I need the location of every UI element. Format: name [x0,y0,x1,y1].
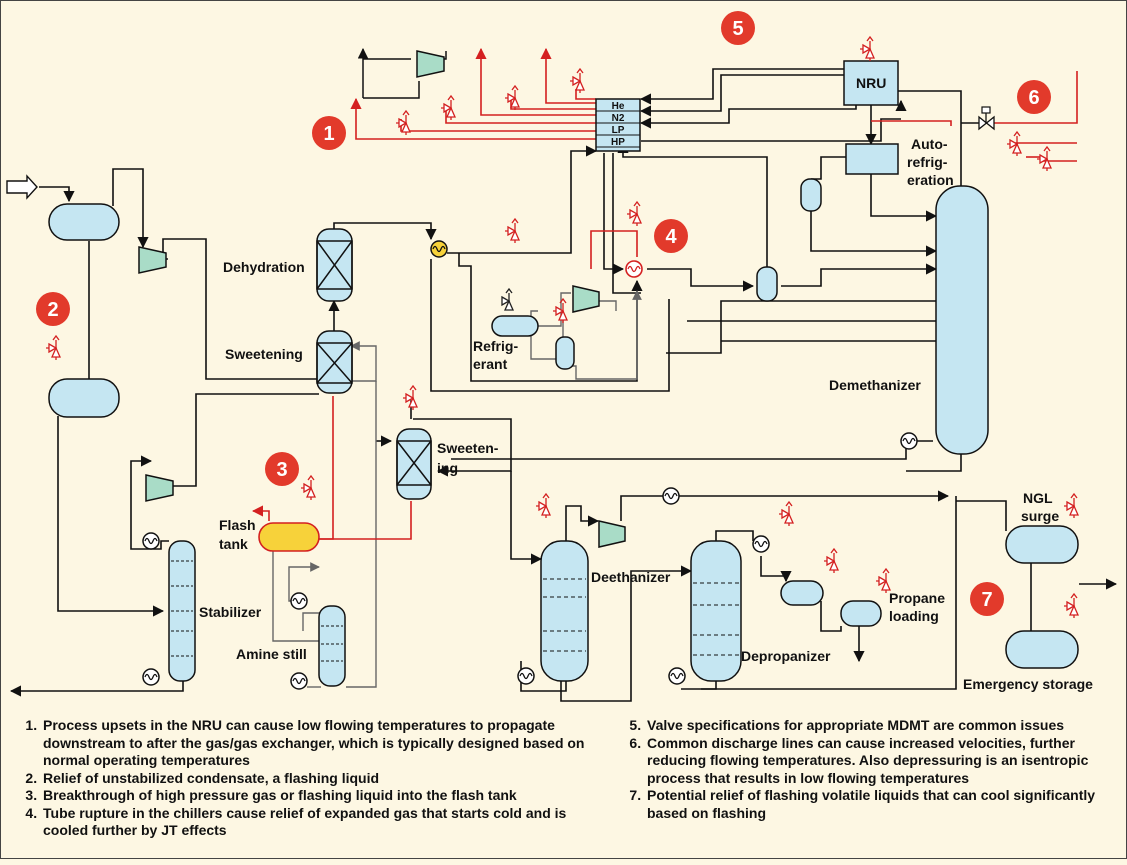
inlet-separator [48,203,120,241]
stabilizer-compressor [145,474,174,502]
auto-refrigeration-box [845,143,899,175]
marker-3: 3 [265,452,299,486]
main-heat-exchanger: He N2 LP HP [595,98,641,152]
auto-refrigeration-label-2: refrig- [907,154,948,170]
sweetening-label-2a: Sweeten- [437,440,499,456]
ngl-surge-label-1: NGL [1023,490,1053,506]
propane-loading-tank [840,600,882,627]
refrigerant-separator [555,336,575,370]
stabilizer-condenser [142,532,160,550]
stabilizer-reboiler [142,668,160,686]
notes-right: Valve specifications for appropriate MDM… [617,717,1107,822]
svg-text:7: 7 [981,589,992,611]
svg-text:1: 1 [323,123,334,145]
ngl-surge-label-2: surge [1021,508,1059,524]
emergency-storage-tank [1005,630,1079,669]
vent-lines [357,47,447,99]
marker-1: 1 [312,116,346,150]
emergency-storage-label: Emergency storage [963,676,1093,692]
note-1: Process upsets in the NRU can cause low … [41,717,591,770]
demethanizer-column [935,185,989,455]
sweetening-label-1: Sweetening [225,346,303,362]
marker-7: 7 [970,582,1004,616]
chiller-exchanger [625,260,643,278]
sweetening-label-2b: ing [437,460,458,476]
svg-text:2: 2 [47,299,58,321]
amine-still-reboiler [290,672,308,690]
deethanizer-reboiler [517,667,535,685]
deethanizer-column [540,540,589,682]
note-6: Common discharge lines can cause increas… [645,735,1107,788]
note-4: Tube rupture in the chillers cause relie… [41,805,591,840]
feed-arrow [6,174,38,200]
exchanger-stream-he: He [612,101,625,112]
auto-refrig-separator [800,178,822,212]
demethanizer-reboiler [900,432,918,450]
flash-tank-label-2: tank [219,536,248,552]
stabilizer-label: Stabilizer [199,604,262,620]
flash-tank [258,522,320,552]
sweetening-vessel-2 [396,428,432,500]
depropanizer-reflux-drum [780,580,824,606]
amine-still-condenser [290,592,308,610]
note-2: Relief of unstabilized condensate, a fla… [41,770,591,788]
propane-loading-label-2: loading [889,608,939,624]
amine-still-label: Amine still [236,646,307,662]
svg-text:5: 5 [732,18,743,40]
relief-valves [45,36,1079,619]
depropanizer-condenser [752,535,770,553]
depropanizer-reboiler [668,667,686,685]
deethanizer-overhead-exchanger [662,487,680,505]
condensate-separator [48,378,120,418]
svg-text:6: 6 [1028,87,1039,109]
process-flow-lines [9,68,1118,702]
marker-5: 5 [721,11,755,45]
notes-left: Process upsets in the NRU can cause low … [13,717,591,840]
refrigerant-label-2: erant [473,356,508,372]
deethanizer-label: Deethanizer [591,569,671,585]
gas-gas-exchanger [430,240,448,258]
sweetening-vessel-1 [316,330,353,394]
nru-box [843,60,899,106]
depropanizer-label: Depropanizer [741,648,831,664]
inlet-compressor [138,246,167,274]
note-7: Potential relief of flashing volatile li… [645,787,1107,822]
note-3: Breakthrough of high pressure gas or fla… [41,787,591,805]
refrigerant-label-1: Refrig- [473,338,518,354]
dehydration-label: Dehydration [223,259,305,275]
auto-refrigeration-label-1: Auto- [911,136,948,152]
demethanizer-label: Demethanizer [829,377,921,393]
svg-text:3: 3 [276,459,287,481]
flash-tank-label-1: Flash [219,517,256,533]
nru-label: NRU [856,75,886,91]
svg-text:4: 4 [665,226,677,248]
control-valve [978,106,995,131]
nru-compressor [416,50,445,78]
stabilizer-column [168,540,196,682]
dehydration-vessel [316,228,353,302]
depropanizer-column [690,540,742,682]
refrigerant-accumulator [491,315,539,337]
amine-still-column [318,605,346,687]
refrigerant-compressor [572,285,600,313]
note-5: Valve specifications for appropriate MDM… [645,717,1107,735]
marker-6: 6 [1017,80,1051,114]
ngl-surge-tank [1005,525,1079,564]
exchanger-stream-lp: LP [612,125,625,136]
cold-separator [756,266,778,302]
propane-loading-label-1: Propane [889,590,945,606]
exchanger-stream-n2: N2 [612,113,625,124]
deethanizer-compressor [598,520,626,548]
marker-2: 2 [36,292,70,326]
marker-4: 4 [654,219,688,253]
exchanger-stream-hp: HP [611,137,625,148]
auto-refrigeration-label-3: eration [907,172,954,188]
